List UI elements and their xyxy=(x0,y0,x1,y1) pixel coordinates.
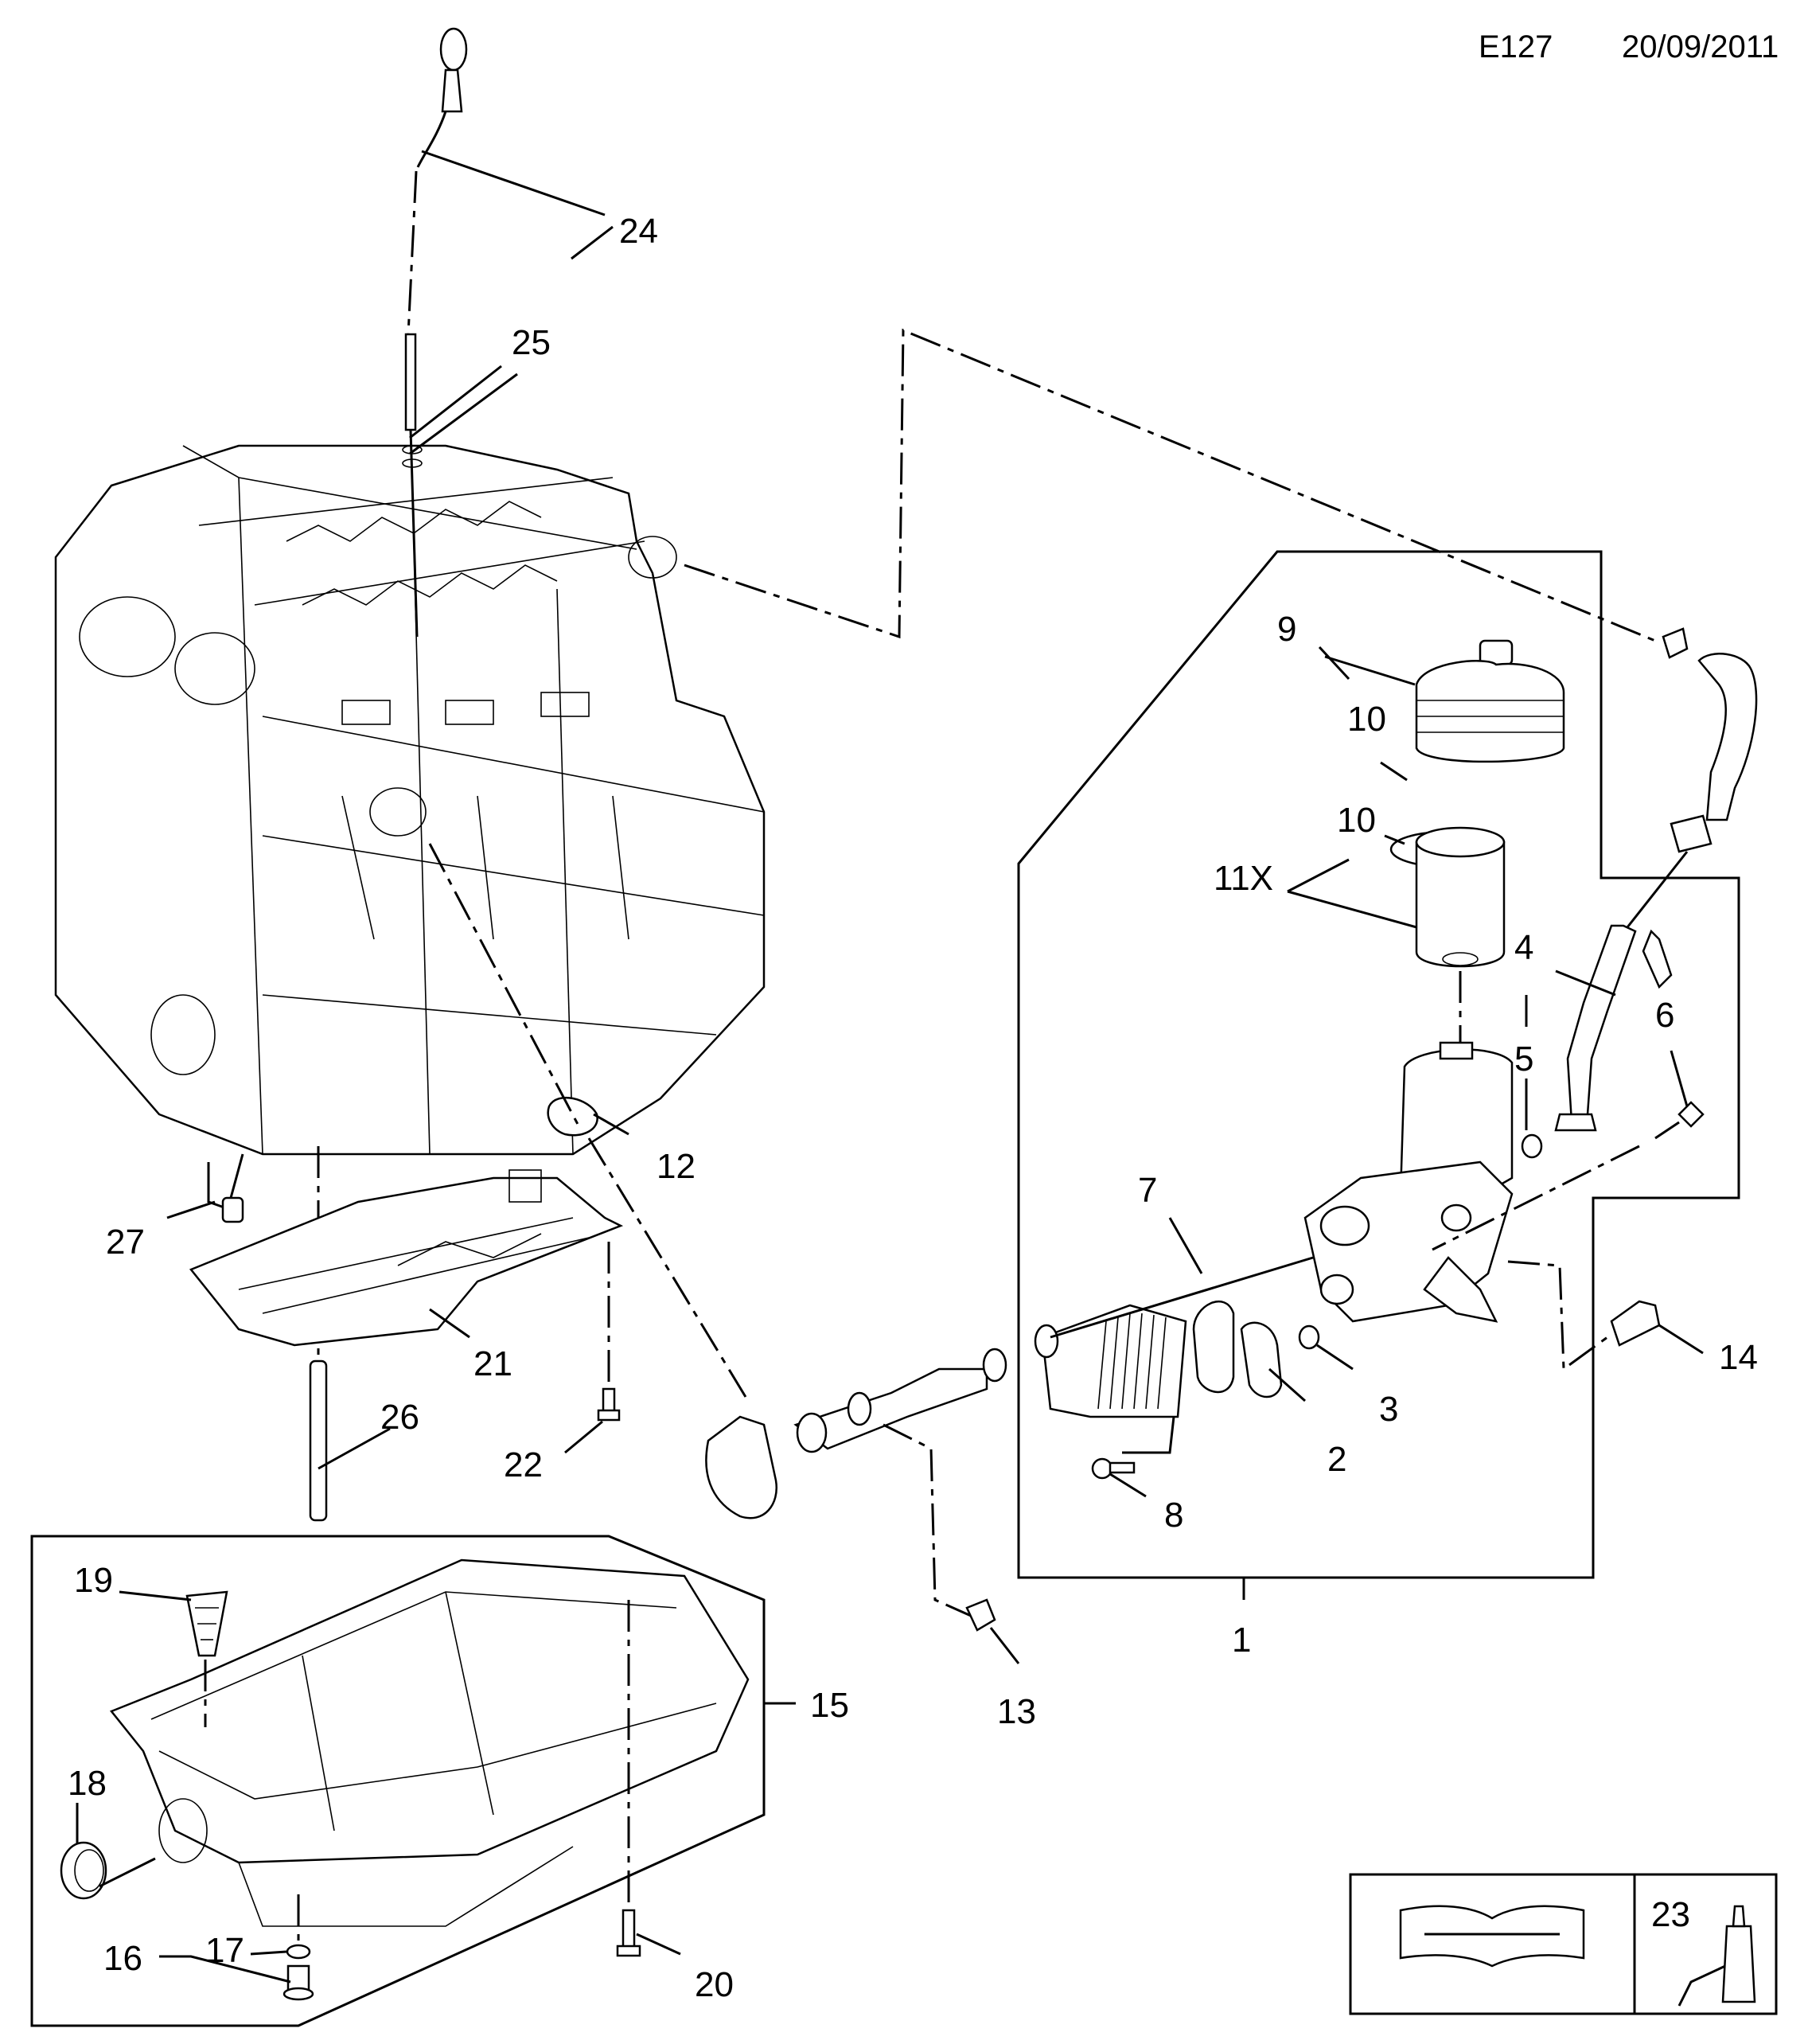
callout-19: 19 xyxy=(74,1561,113,1600)
callout-12: 12 xyxy=(657,1147,696,1186)
leader-lines xyxy=(76,150,1704,1984)
diagram-date: 20/09/2011 xyxy=(1622,29,1779,64)
manual-book-icon xyxy=(1399,1905,1585,1968)
bolt-22 xyxy=(597,1242,621,1422)
engine-block xyxy=(54,444,766,1156)
callout-9: 9 xyxy=(1277,610,1296,649)
callout-21: 21 xyxy=(473,1344,512,1383)
callout-22: 22 xyxy=(504,1445,543,1484)
coolant-hose xyxy=(705,1348,1007,1519)
seal-18 xyxy=(60,1841,107,1900)
sealant-bottle-icon xyxy=(1721,1925,1756,2003)
bolt-6 xyxy=(1654,1101,1705,1140)
bolt-14 xyxy=(1507,1260,1661,1371)
guide-line-engine-to-pipe xyxy=(684,328,1656,642)
drain-plug-16 xyxy=(282,1964,314,2001)
leader-hose-to-pipe xyxy=(1626,851,1689,928)
callout-13: 13 xyxy=(997,1692,1036,1731)
callout-labels: 24 25 9 10 10 11X 4 5 6 7 12 27 21 26 22… xyxy=(68,212,1758,2004)
callout-14: 14 xyxy=(1719,1338,1758,1377)
oil-cooler xyxy=(1034,1304,1187,1418)
callout-24: 24 xyxy=(619,212,658,251)
bolt-8 xyxy=(1091,1416,1175,1480)
callout-15: 15 xyxy=(810,1686,849,1725)
bolt-13 xyxy=(883,1423,996,1632)
callout-6: 6 xyxy=(1655,996,1674,1035)
callout-20: 20 xyxy=(695,1965,734,2004)
bolt-20 xyxy=(616,1600,641,1957)
callout-23: 23 xyxy=(1651,1895,1690,1934)
oil-pipe-4 xyxy=(1554,924,1673,1132)
dipstick xyxy=(404,27,468,638)
callout-5: 5 xyxy=(1514,1040,1533,1079)
callout-16: 16 xyxy=(103,1939,142,1978)
callout-27: 27 xyxy=(106,1223,145,1262)
callout-2: 2 xyxy=(1327,1440,1346,1479)
guide-line-clamp-hose xyxy=(587,1137,750,1402)
callout-18: 18 xyxy=(68,1764,107,1803)
service-legend xyxy=(1349,1873,1778,2015)
callout-11x: 11X xyxy=(1214,859,1273,898)
callout-25: 25 xyxy=(512,323,551,362)
assembly-1-boundary xyxy=(1017,550,1740,1579)
callout-4: 4 xyxy=(1514,928,1533,967)
breather-hose xyxy=(1662,627,1758,853)
oil-pan-boundary xyxy=(30,1535,766,2027)
guide-line-pipe-to-housing xyxy=(1432,1145,1640,1251)
callout-8: 8 xyxy=(1164,1496,1183,1535)
callout-7: 7 xyxy=(1138,1171,1157,1210)
oil-sensor xyxy=(207,1162,244,1223)
hose-clamp-12 xyxy=(547,1096,598,1137)
leader-cooler-to-housing xyxy=(1050,1256,1314,1339)
callout-26: 26 xyxy=(380,1398,419,1437)
seal-3 xyxy=(1298,1324,1320,1350)
oil-baffle-plate xyxy=(189,1169,624,1347)
washer-17 xyxy=(286,1944,311,1960)
dipstick-o-rings xyxy=(402,445,423,468)
callout-17: 17 xyxy=(205,1931,244,1970)
gasket-7 xyxy=(1192,1300,1235,1393)
filter-element xyxy=(1415,826,1506,968)
filter-cap xyxy=(1415,639,1565,763)
callout-10-lower: 10 xyxy=(1337,801,1376,840)
filter-housing xyxy=(1303,1041,1514,1323)
gasket-2 xyxy=(1240,1321,1283,1398)
oil-strainer xyxy=(185,1590,228,1727)
oil-pan xyxy=(109,1558,750,1927)
clip-5 xyxy=(1521,1133,1543,1159)
diagram-code: E127 xyxy=(1479,29,1553,64)
callout-10-upper: 10 xyxy=(1347,700,1386,739)
callout-1: 1 xyxy=(1232,1621,1251,1660)
callout-3: 3 xyxy=(1379,1390,1398,1429)
